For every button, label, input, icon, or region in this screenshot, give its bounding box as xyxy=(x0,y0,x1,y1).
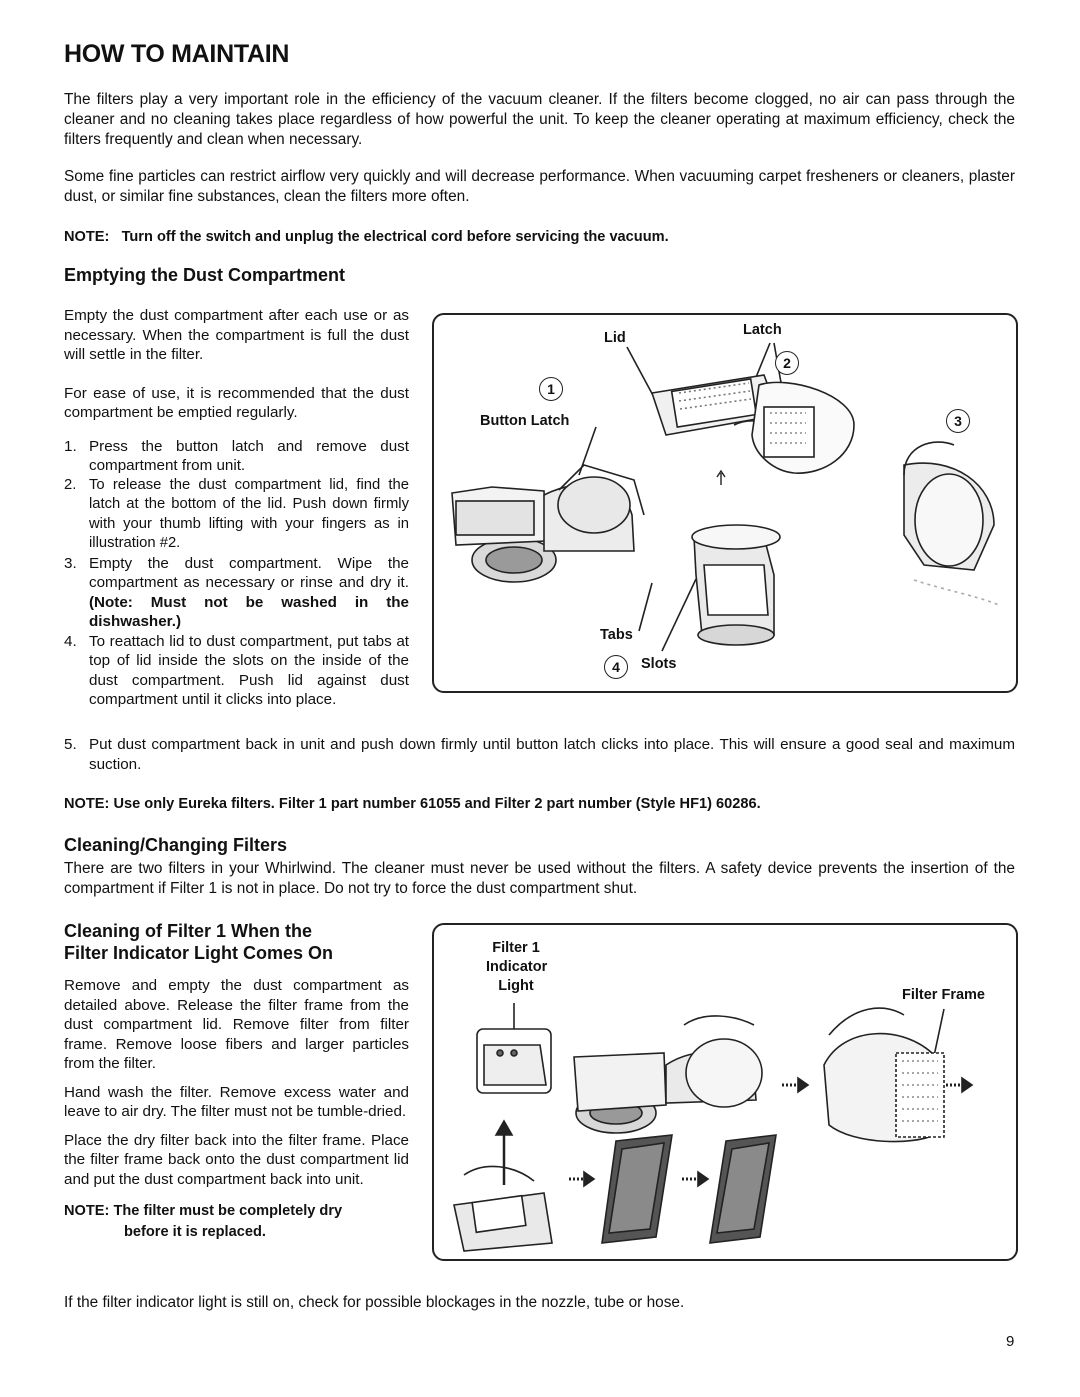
step-badge-2: 2 xyxy=(775,351,799,375)
step-text: To release the dust compartment lid, fin… xyxy=(89,476,409,552)
step-item: 1. Press the button latch and remove dust… xyxy=(64,437,409,476)
footer-text: If the filter indicator light is still o… xyxy=(64,1294,685,1311)
page-number: 9 xyxy=(1006,1333,1015,1350)
step-badge-3: 3 xyxy=(946,409,970,433)
step-text: Empty the dust compartment. Wipe the com… xyxy=(89,554,409,592)
indicator-label-line-2: Indicator xyxy=(486,959,548,975)
heading-line-1: Cleaning of Filter 1 When the xyxy=(64,921,313,941)
step-5: 5. Put dust compartment back in unit and … xyxy=(64,735,1015,774)
label-filter-indicator-light: Filter 1 Indicator Light xyxy=(486,939,548,996)
label-slots: Slots xyxy=(641,656,677,672)
eureka-filters-note: NOTE: Use only Eureka filters. Filter 1 … xyxy=(64,796,761,812)
step-number: 4. xyxy=(64,632,77,650)
emptying-illustration-drawing xyxy=(451,342,1000,652)
emptying-steps: 1. Press the button latch and remove dust… xyxy=(64,437,409,710)
emptying-illustration: Lid Latch Button Latch Tabs Slots 1 2 3 … xyxy=(432,313,1018,693)
step-text: Press the button latch and remove dust c… xyxy=(89,437,409,475)
step-item: 4. To reattach lid to dust compartment, p… xyxy=(64,632,409,710)
label-tabs: Tabs xyxy=(600,627,633,643)
step-item: 2. To release the dust compartment lid, f… xyxy=(64,476,409,554)
heading-line-2: Filter Indicator Light Comes On xyxy=(64,943,334,963)
label-filter-frame: Filter Frame xyxy=(902,987,985,1003)
filter-illustration: Filter 1 Indicator Light Filter Frame xyxy=(432,923,1018,1261)
emptying-paragraph-2: For ease of use, it is recommended that … xyxy=(64,384,409,422)
step-text: Put dust compartment back in unit and pu… xyxy=(89,736,1015,773)
step-number: 1. xyxy=(64,437,77,455)
section-heading-emptying: Emptying the Dust Compartment xyxy=(64,265,346,285)
step-bold-note: (Note: Must not be washed in the dishwas… xyxy=(89,593,409,631)
step-item: 5. Put dust compartment back in unit and … xyxy=(64,735,1015,774)
step-badge-1: 1 xyxy=(539,377,563,401)
step-number: 3. xyxy=(64,554,77,572)
page-title: HOW TO MAINTAIN xyxy=(64,40,290,68)
filter1-paragraph-2: Hand wash the filter. Remove excess wate… xyxy=(64,1083,409,1121)
emptying-text: Empty the dust compartment after each us… xyxy=(64,306,409,710)
indicator-label-line-3: Light xyxy=(498,978,534,994)
filter-illustration-drawing xyxy=(453,1003,974,1252)
step-badge-4: 4 xyxy=(604,655,628,679)
note-line-2: before it is replaced. xyxy=(124,1224,266,1240)
step-number: 5. xyxy=(64,736,77,753)
service-note: NOTE: Turn off the switch and unplug the… xyxy=(64,229,669,245)
cleaning-paragraph: There are two filters in your Whirlwind.… xyxy=(64,860,1015,897)
section-heading-filter1: Cleaning of Filter 1 When the Filter Ind… xyxy=(64,920,333,964)
step-number: 2. xyxy=(64,476,77,493)
filter1-paragraph-1: Remove and empty the dust compartment as… xyxy=(64,977,409,1072)
filter1-text: Remove and empty the dust compartment as… xyxy=(64,976,409,1243)
label-latch: Latch xyxy=(743,322,782,338)
label-lid: Lid xyxy=(604,330,626,346)
intro-paragraph-1: The filters play a very important role i… xyxy=(64,91,1015,148)
indicator-label-line-1: Filter 1 xyxy=(492,940,540,956)
note-line-1: NOTE: The filter must be completely dry xyxy=(64,1203,343,1219)
step-item: 3. Empty the dust compartment. Wipe the c… xyxy=(64,554,409,632)
section-heading-cleaning: Cleaning/Changing Filters xyxy=(64,835,288,855)
filter-dry-note: NOTE: The filter must be completely dry … xyxy=(64,1201,409,1243)
filter1-paragraph-3: Place the dry filter back into the filte… xyxy=(64,1131,409,1188)
label-button-latch: Button Latch xyxy=(480,413,570,429)
intro-paragraph-2: Some fine particles can restrict airflow… xyxy=(64,168,1015,205)
emptying-paragraph-1: Empty the dust compartment after each us… xyxy=(64,307,409,363)
step-text: To reattach lid to dust compartment, put… xyxy=(89,632,409,709)
